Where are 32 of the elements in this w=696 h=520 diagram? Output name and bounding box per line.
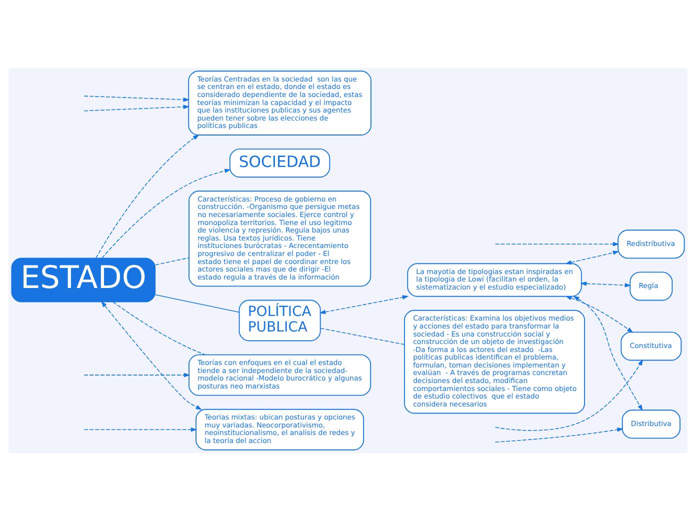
arrow [573, 295, 643, 410]
node-box: La mayotia de tipologias estan inspiradas en la tipologia de Lowi (facilitan el orden, la sistematizacion y el estudio especializado) [407, 262, 582, 296]
connector [112, 301, 206, 355]
node-box: Regla [630, 271, 673, 300]
connector [154, 294, 240, 312]
node-box: POLÍTICA PUBLICA [238, 299, 321, 341]
arrow [102, 168, 231, 258]
node-box: SOCIEDAD [229, 148, 330, 178]
arrow [84, 104, 190, 111]
node-box: Constitutiva [620, 331, 682, 360]
arrow [96, 134, 200, 258]
arrow [495, 241, 620, 246]
arrow [565, 250, 620, 264]
arrow [494, 427, 624, 442]
connector [320, 327, 405, 344]
arrow [84, 372, 190, 377]
node-box: Características: Proceso de gobierno en construcción. -Organismo que persigue metas no necesariamente sociales. Ejerce control y monopoliza territorios. Tiene el uso legitimo de violencia y represión. Regula bajos unas reglas. Usa textos jurídicos. Tiene instituciones burócratas - Acrecentamiento progresivo de centralizar el poder - El estado tiene el papel de coordinar entre los actores sociales mas que de dirigir -El estado regula a través de la información [188, 190, 372, 286]
connector [154, 256, 190, 265]
node-box: Teorias mixtas: ubican posturas y opciones muy variadas. Neocorporativismo, neoinstitucionalismo, el analisis de redes y la teoria del accion [196, 408, 364, 450]
arrow [565, 295, 634, 332]
node-box: Teorías con enfoques en el cual el estado tiende a ser independiente de la sociedad- modelo racional -Modelo burocrático y algunas posturas neo marxistas [188, 354, 372, 396]
arrow [84, 95, 190, 102]
arrow [319, 294, 409, 314]
node-box: Redistributiva [618, 229, 685, 258]
node-box: ESTADO [11, 257, 156, 302]
node-box: Distributiva [622, 409, 680, 438]
arrow [580, 280, 632, 287]
node-box: Teorías Centradas en la sociedad son las que se centran en el estado, donde el estado es considerado dependiente de la sociedad, estas teorías minimizan la capacidad y el impacto que las instituciones publicas y sus agentes pueden tener sobre las elecciones de políticas publicas [188, 70, 372, 135]
arrow [101, 300, 202, 410]
arrow [494, 358, 644, 430]
arrow [84, 426, 198, 432]
node-box: Características: Examina los objetivos medios y acciones del estado para transformar la sociedad - Es una construcción social y construcción de un objeto de investigación -Da forma a los actores del estado -Las políticas publicas identifican el problema, formulan, toman decisiones implementan y evalúan - A través de programas concretan decisiones del estado, modifican comportamientos sociales - Tiene como objeto de estudio colectivos que el estado considera necesarios [404, 309, 585, 414]
